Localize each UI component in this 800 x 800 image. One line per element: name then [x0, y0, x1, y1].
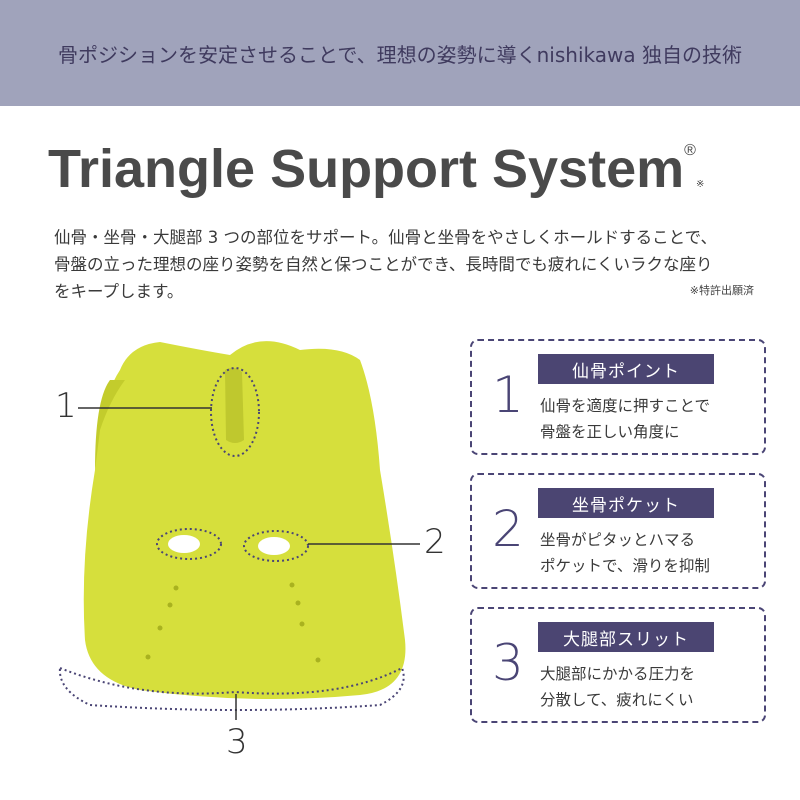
feature-title: 大腿部スリット [538, 622, 714, 652]
feature-card-sacrum: 1 仙骨ポイント 仙骨を適度に押すことで骨盤を正しい角度に [470, 339, 766, 455]
header-band: 骨ポジションを安定させることで、理想の姿勢に導くnishikawa 独自の技術 [0, 0, 800, 106]
registered-mark: ® [684, 142, 696, 159]
description: 仙骨・坐骨・大腿部 3 つの部位をサポート。仙骨と坐骨をやさしくホールドすること… [54, 228, 718, 301]
feature-card-thigh: 3 大腿部スリット 大腿部にかかる圧力を分散して、疲れにくい [470, 607, 766, 723]
feature-card-ischium: 2 坐骨ポケット 坐骨がピタッとハマるポケットで、滑りを抑制 [470, 473, 766, 589]
feature-title: 仙骨ポイント [538, 354, 714, 384]
page-title: Triangle Support System®※ [48, 139, 705, 199]
cushion-label-3: 3 [226, 722, 248, 762]
note-mark: ※ [695, 179, 705, 190]
patent-note: ※特許出願済 [689, 284, 754, 297]
cushion [83, 341, 406, 699]
cushion-label-2: 2 [424, 522, 446, 562]
tagline: 骨ポジションを安定させることで、理想の姿勢に導くnishikawa 独自の技術 [58, 42, 742, 67]
feature-title: 坐骨ポケット [538, 488, 714, 518]
cushion-label-1: 1 [55, 386, 77, 426]
